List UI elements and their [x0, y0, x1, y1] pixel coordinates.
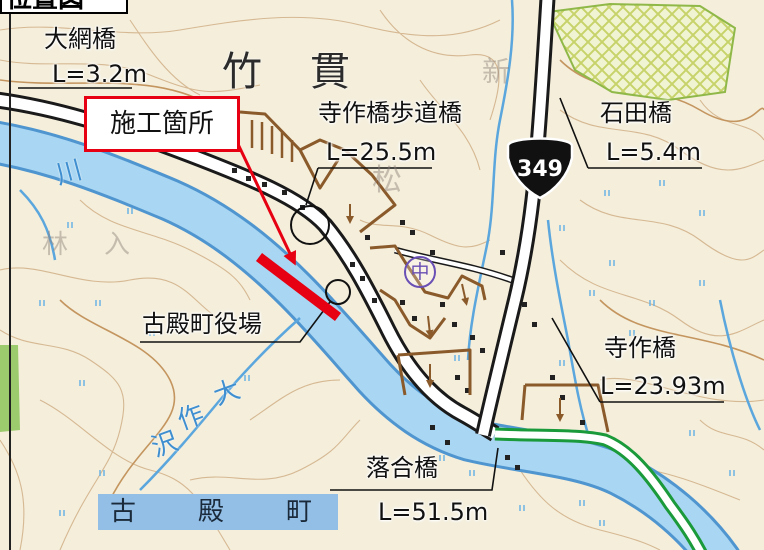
detour-hatching: [250, 120, 294, 162]
detour-lines: [239, 110, 610, 433]
place-label-matsu: 松: [372, 163, 402, 198]
green-road: [494, 430, 704, 550]
route-number: 349: [517, 157, 563, 182]
place-label-shin: 新: [482, 55, 511, 88]
bridge-name: 大網橋: [44, 25, 116, 53]
bridge-length: L=25.5m: [326, 138, 437, 166]
construction-site-line: [255, 253, 342, 321]
bridge-name: 寺作橋歩道橋: [318, 99, 462, 127]
streams: [19, 0, 762, 491]
construction-arrow: [235, 141, 297, 266]
map-title: 位置図: [2, 0, 126, 12]
map-title-box: 位置図: [0, 0, 128, 14]
minor-road: [394, 248, 513, 282]
bridge-length: L=5.4m: [606, 138, 702, 166]
orchard-area: [546, 2, 737, 102]
flow-arrows: [346, 204, 564, 422]
route-349-road: [478, 0, 553, 437]
flow-arrow: [461, 283, 470, 306]
bridge-length: L=3.2m: [52, 60, 148, 88]
place-label-iri: 入: [104, 230, 131, 260]
bridge-length: L=51.5m: [378, 498, 489, 526]
place-label-hayashi: 林: [42, 230, 69, 260]
flow-arrow: [425, 315, 434, 338]
contour-lines: [0, 9, 764, 550]
town-office-label: 古殿町役場: [142, 310, 262, 338]
place-label-take: 竹: [222, 49, 262, 95]
bridge-leader-lines: [18, 87, 724, 491]
construction-site-callout: 施工箇所: [84, 96, 240, 152]
bridge-marker-circle: [290, 205, 330, 245]
bridge-name: 落合橋: [366, 454, 438, 482]
bridge-name: 寺作橋: [604, 334, 676, 362]
route-shield-icon: [506, 137, 574, 200]
index-contour-lines: [0, 59, 764, 501]
town-name-label: 古 殿 町: [98, 494, 338, 530]
place-label-nuki: 貫: [310, 49, 350, 95]
school-symbol-icon: 中: [404, 256, 436, 288]
river: [0, 124, 737, 550]
town-office-marker: [325, 279, 351, 305]
bridge-length: L=23.93m: [600, 372, 726, 400]
bridge-name: 石田橋: [600, 99, 672, 127]
paddy-field-symbols: [39, 180, 735, 526]
